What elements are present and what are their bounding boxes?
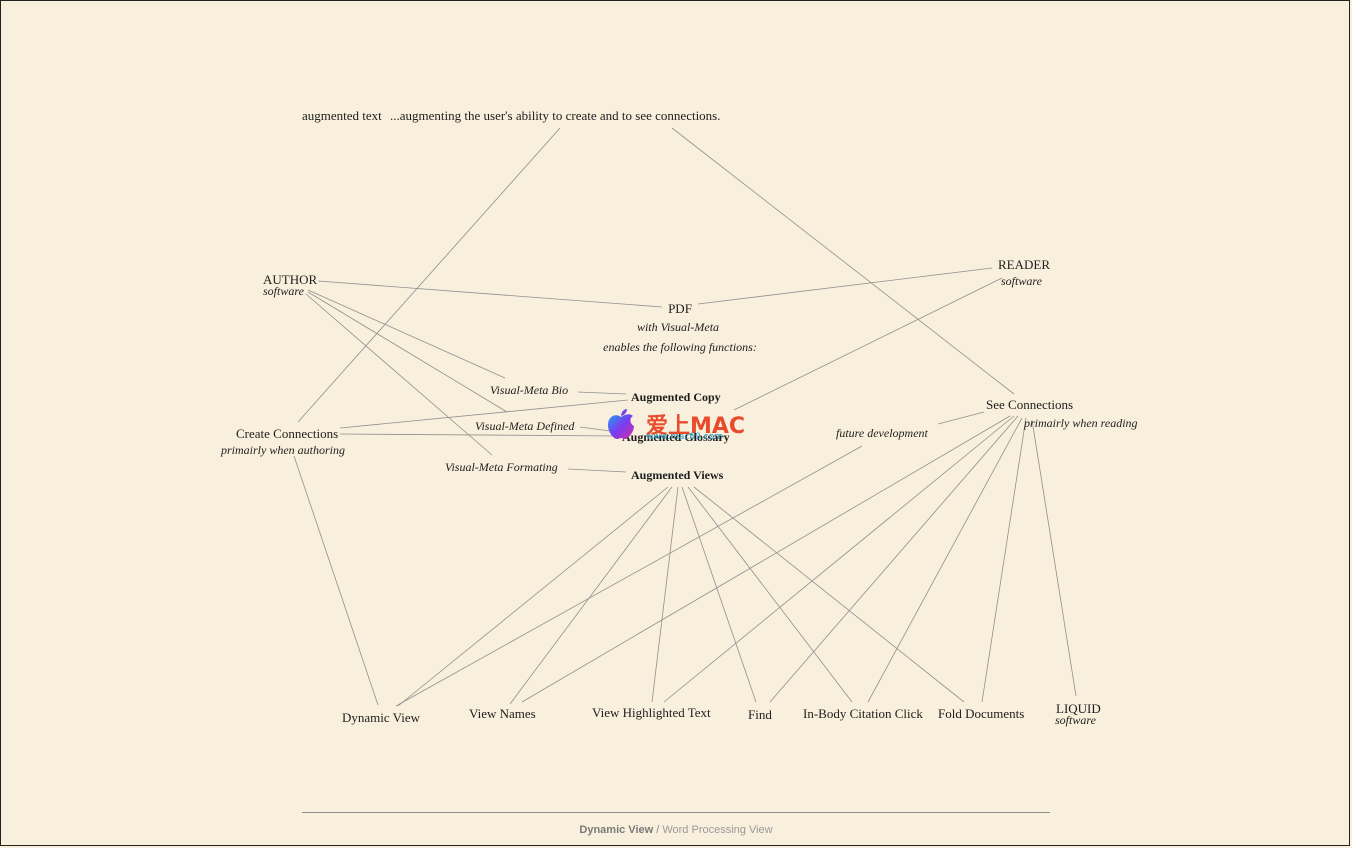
future-development: future development [836, 426, 928, 440]
watermark-text: 爱上MAC [646, 414, 746, 439]
see-connections-title: See Connections [986, 397, 1074, 412]
visual-meta-defined: Visual-Meta Defined [475, 419, 575, 433]
header-tagline: ...augmenting the user's ability to crea… [390, 108, 721, 123]
visual-meta-bio: Visual-Meta Bio [490, 383, 569, 397]
bottom-find: Find [748, 707, 772, 722]
header-augmented-text: augmented text [302, 108, 382, 123]
author-title: AUTHOR [263, 272, 318, 287]
author-subtitle: software [263, 284, 304, 298]
view-separator: / [653, 824, 663, 836]
pdf-title: PDF [668, 301, 692, 316]
create-connections-title: Create Connections [236, 426, 339, 441]
bottom-view-names: View Names [469, 706, 536, 721]
augmented-glossary: Augmented Glossary [622, 430, 730, 444]
reader-subtitle: software [1001, 274, 1042, 288]
bottom-in-body-citation-click: In-Body Citation Click [803, 706, 923, 721]
apple-logo-icon [608, 409, 634, 439]
see-connections-subtitle: primairly when reading [1024, 416, 1138, 430]
create-connections-subtitle: primairly when authoring [221, 443, 346, 457]
dynamic-view-tab[interactable]: Dynamic View [579, 824, 654, 836]
footer-divider [302, 812, 1050, 813]
pdf-line2: enables the following functions: [603, 340, 757, 354]
bottom-view-highlighted-text: View Highlighted Text [592, 705, 711, 720]
bottom-fold-documents: Fold Documents [938, 706, 1025, 721]
liquid-subtitle: software [1055, 713, 1096, 727]
visual-meta-formating: Visual-Meta Formating [445, 460, 558, 474]
augmented-views: Augmented Views [631, 468, 724, 482]
word-processing-view-tab[interactable]: Word Processing View [662, 824, 773, 836]
watermark-logo: 爱上MAC www.mac69.com [606, 408, 756, 448]
liquid-title: LIQUID [1056, 701, 1101, 716]
bottom-dynamic-view: Dynamic View [342, 710, 421, 725]
pdf-line1: with Visual-Meta [636, 320, 720, 334]
reader-title: READER [998, 257, 1050, 272]
view-switcher: Dynamic View / Word Processing View [579, 824, 772, 836]
watermark-url: www.mac69.com [646, 432, 723, 442]
augmented-copy: Augmented Copy [631, 390, 721, 404]
